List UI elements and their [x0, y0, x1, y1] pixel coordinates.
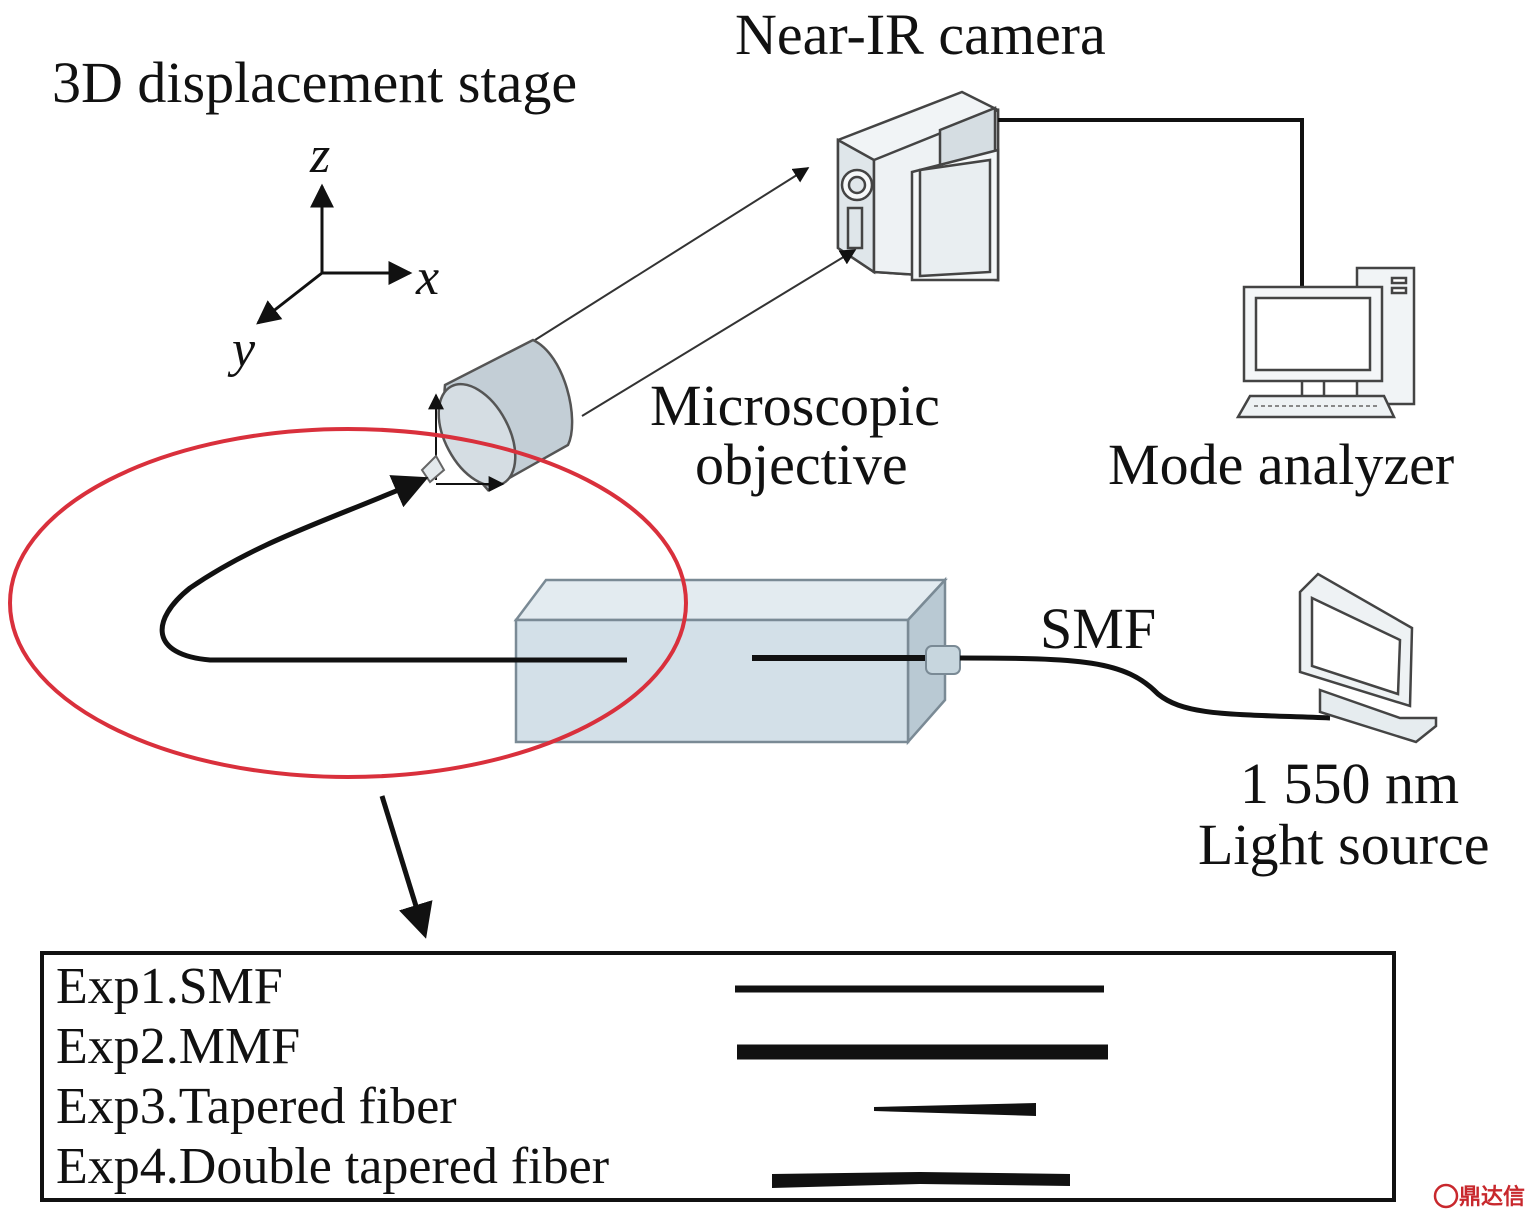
- axis-y-label: y: [227, 321, 256, 378]
- watermark: 鼎达信: [1433, 1183, 1525, 1210]
- near-ir-camera-icon: [836, 90, 1000, 282]
- experiment-legend-box: [40, 951, 1396, 1202]
- exp4-fiber-double-tapered: [772, 1172, 1070, 1188]
- analyzer-label: Mode analyzer: [1108, 432, 1454, 497]
- zoom-arrow: [379, 795, 433, 939]
- light-source-icon: [1298, 572, 1438, 744]
- watermark-text: 鼎达信: [1459, 1184, 1525, 1210]
- exp4-label: Exp4.Double tapered fiber: [56, 1138, 609, 1195]
- beam-path-lower: [581, 249, 857, 417]
- microscope-objective-icon: [437, 338, 574, 492]
- source-label-line1: 1 550 nm: [1240, 751, 1459, 816]
- objective-label-line1: Microscopic: [650, 373, 940, 438]
- camera-label: Near-IR camera: [735, 2, 1106, 67]
- exp3-label: Exp3.Tapered fiber: [56, 1078, 457, 1135]
- smf-label: SMF: [1040, 596, 1156, 661]
- coupling-box: [513, 576, 948, 746]
- smf-fiber: [959, 655, 1331, 721]
- camera-cable: [998, 118, 1304, 292]
- stage-label: 3D displacement stage: [52, 50, 577, 115]
- axis-z-label: z: [309, 127, 330, 184]
- exp1-label: Exp1.SMF: [56, 958, 283, 1015]
- source-label-line2: Light source: [1198, 812, 1490, 877]
- fiber-connector: [925, 645, 961, 675]
- beam-path-upper: [534, 167, 810, 341]
- exp3-fiber-tapered: [874, 1103, 1036, 1116]
- objective-label-line2: objective: [695, 432, 908, 497]
- axis-x-label: x: [415, 249, 439, 306]
- exp2-label: Exp2.MMF: [56, 1018, 300, 1075]
- test-fiber: [159, 475, 627, 663]
- computer-icon: [1235, 266, 1416, 419]
- highlight-ellipse: [8, 427, 688, 779]
- axis-triad: z x y: [227, 127, 439, 378]
